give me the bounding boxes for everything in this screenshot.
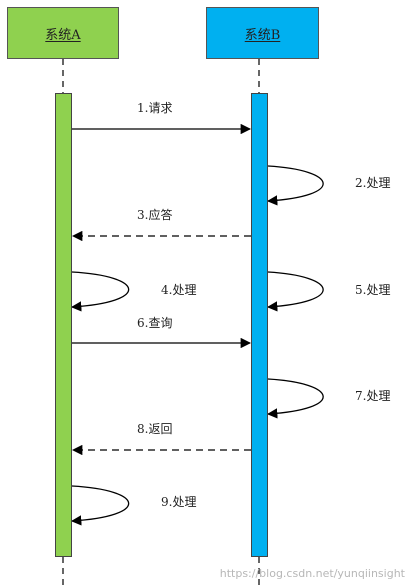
activation-bar-a: [55, 93, 72, 557]
participant-b-label: 系统B: [244, 27, 281, 43]
message-9-self-arrow: [70, 485, 130, 526]
message-9-label: 9.处理: [161, 495, 197, 509]
activation-bar-b: [251, 93, 268, 557]
message-7-self-arrow: [266, 378, 324, 419]
message-5-label: 5.处理: [355, 283, 391, 297]
message-6-label: 6.查询: [137, 316, 173, 330]
message-3-label: 3.应答: [137, 208, 173, 222]
message-1-label: 1.请求: [137, 101, 173, 115]
participant-a-label: 系统A: [45, 27, 81, 43]
message-2-label: 2.处理: [355, 176, 391, 190]
watermark-text: https://blog.csdn.net/yunqiinsight: [219, 567, 405, 580]
participant-b-box: 系统B: [206, 7, 319, 59]
message-4-label: 4.处理: [161, 283, 197, 297]
message-7-label: 7.处理: [355, 389, 391, 403]
participant-a-box: 系统A: [7, 7, 119, 59]
message-4-self-arrow: [70, 271, 130, 312]
message-5-self-arrow: [266, 271, 324, 312]
message-8-label: 8.返回: [137, 422, 173, 436]
message-2-self-arrow: [266, 165, 324, 206]
